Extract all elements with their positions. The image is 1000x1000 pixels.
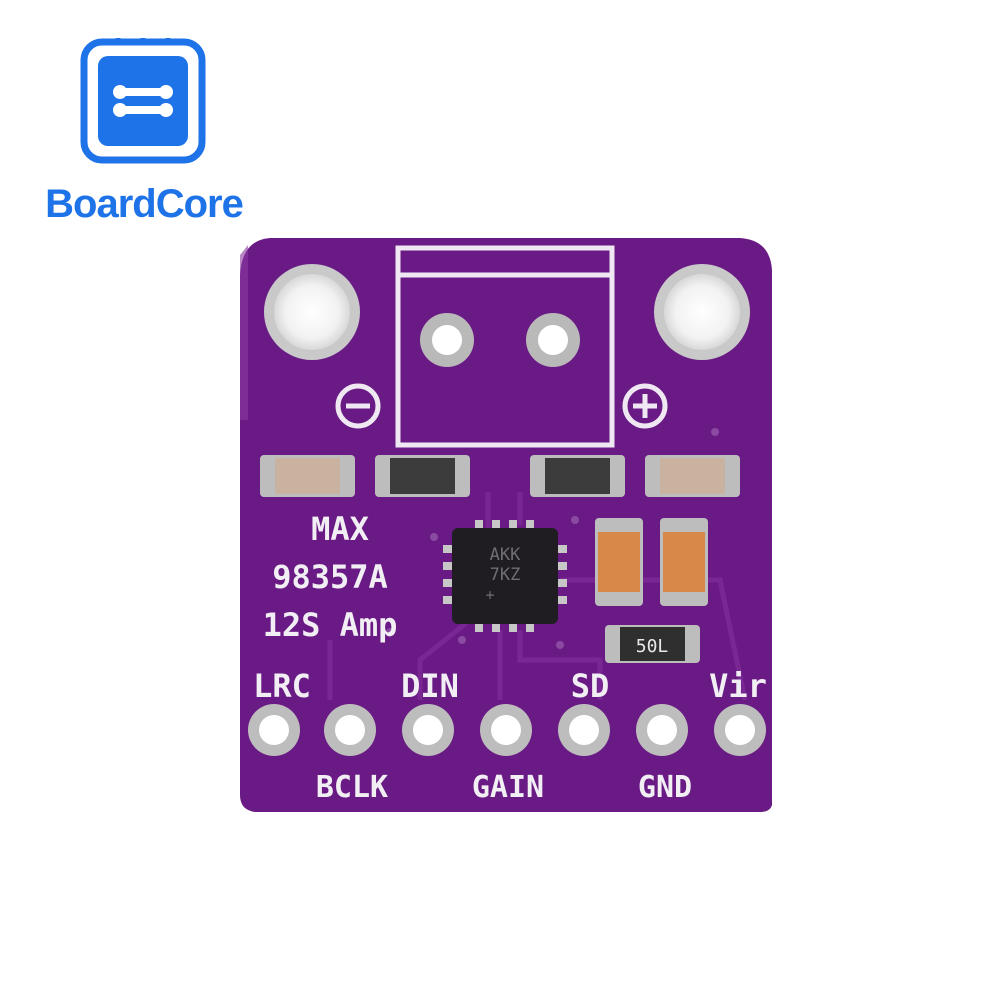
pin-bclk xyxy=(324,704,376,756)
mounting-hole-left xyxy=(264,264,360,360)
header-pins xyxy=(248,704,766,756)
chip-marking-line2: 7KZ xyxy=(490,565,521,585)
pin-gnd xyxy=(636,704,688,756)
terminal-pad-right xyxy=(526,313,580,367)
brand-logo: BoardCore xyxy=(24,38,264,228)
minus-symbol xyxy=(335,383,381,429)
resistor-marking: 50L xyxy=(636,636,669,657)
pin-label-sd: SD xyxy=(571,667,610,705)
smd-cap-2 xyxy=(375,455,470,497)
pin-label-bclk: BCLK xyxy=(316,770,388,805)
mounting-hole-right xyxy=(654,264,750,360)
pin-lrc xyxy=(248,704,300,756)
smd-cap-6 xyxy=(660,518,708,606)
pin-din xyxy=(402,704,454,756)
pin-label-din: DIN xyxy=(401,667,459,705)
silk-line-max: MAX xyxy=(311,510,369,548)
smd-resistor: 50L xyxy=(605,625,700,663)
pin-label-gnd: GND xyxy=(638,770,692,805)
pin-label-vin: Vir xyxy=(709,667,767,705)
terminal-block-outline xyxy=(395,245,615,448)
chip-marking-line3: + xyxy=(485,586,494,604)
smd-cap-1 xyxy=(260,455,355,497)
brand-name: BoardCore xyxy=(45,182,244,226)
chip-logo-icon xyxy=(80,38,206,164)
board-body xyxy=(240,238,772,812)
pin-label-lrc: LRC xyxy=(253,667,311,705)
pin-label-gain: GAIN xyxy=(472,770,544,805)
silk-line-amp: 12S Amp xyxy=(263,606,398,644)
terminal-pad-left xyxy=(420,313,474,367)
smd-cap-4 xyxy=(645,455,740,497)
chip-marking-line1: AKK xyxy=(490,545,521,565)
pin-vin xyxy=(714,704,766,756)
ic-chip: AKK 7KZ + xyxy=(443,520,567,632)
silk-line-part: 98357A xyxy=(272,558,388,596)
smd-cap-5 xyxy=(595,518,643,606)
pin-gain xyxy=(480,704,532,756)
smd-cap-3 xyxy=(530,455,625,497)
pin-sd xyxy=(558,704,610,756)
plus-symbol xyxy=(622,383,668,429)
